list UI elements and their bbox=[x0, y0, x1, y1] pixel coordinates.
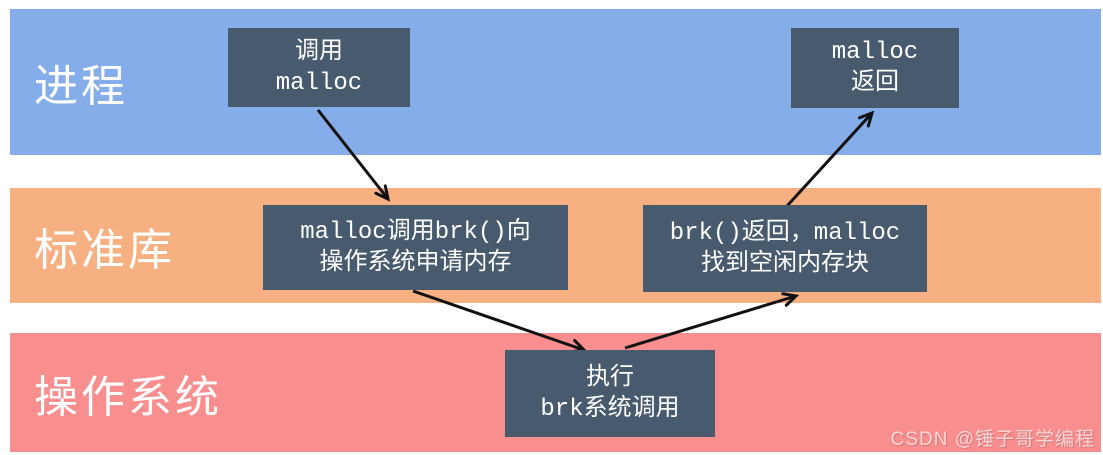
node-brk-returns-line1: brk()返回，malloc bbox=[669, 219, 901, 247]
node-exec-brk-line2: brk系统调用 bbox=[540, 395, 680, 423]
node-malloc-return-line1: malloc bbox=[831, 39, 919, 66]
node-malloc-return-line2: 返回 bbox=[851, 70, 899, 97]
node-brk-returns-line2: 找到空闲内存块 bbox=[701, 250, 869, 278]
node-exec-brk-line1: 执行 bbox=[586, 364, 634, 392]
node-brk-returns: brk()返回，malloc 找到空闲内存块 bbox=[643, 205, 927, 292]
band-process-label: 进程 bbox=[34, 61, 128, 112]
node-malloc-calls-brk-line1: malloc调用brk()向 bbox=[300, 218, 531, 246]
node-malloc-calls-brk-line2: 操作系统申请内存 bbox=[319, 249, 512, 277]
node-call-malloc: 调用 malloc bbox=[228, 28, 410, 107]
band-stdlib-label: 标准库 bbox=[34, 224, 175, 276]
band-os-label: 操作系统 bbox=[34, 371, 222, 423]
node-call-malloc-line1: 调用 bbox=[295, 38, 343, 66]
watermark: CSDN @锤子哥学编程 bbox=[890, 429, 1095, 450]
node-malloc-calls-brk: malloc调用brk()向 操作系统申请内存 bbox=[263, 205, 568, 290]
node-exec-brk: 执行 brk系统调用 bbox=[505, 350, 715, 437]
node-malloc-return: malloc 返回 bbox=[791, 28, 959, 108]
node-call-malloc-line2: malloc bbox=[275, 69, 363, 97]
